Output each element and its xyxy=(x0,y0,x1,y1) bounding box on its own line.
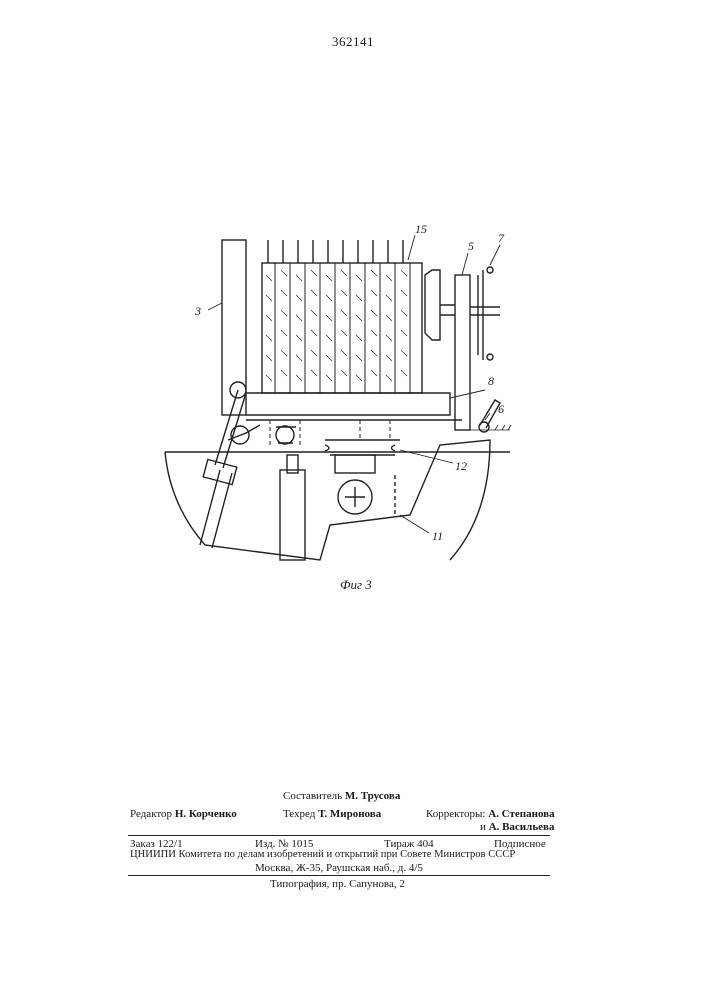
corrector-2-prefix: и xyxy=(480,821,486,833)
callout-6: 6 xyxy=(498,402,504,416)
divider-bottom xyxy=(128,875,550,876)
frame-post-3 xyxy=(222,240,246,415)
divider-top xyxy=(128,835,550,836)
techred-name: Т. Миронова xyxy=(318,808,381,820)
correctors-label: Корректоры: xyxy=(426,808,485,820)
callout-8: 8 xyxy=(488,374,494,388)
compiler-label: Составитель xyxy=(283,790,342,802)
editor-label: Редактор xyxy=(130,808,172,820)
compiler-name: М. Трусова xyxy=(345,790,400,802)
callout-7: 7 xyxy=(498,231,505,245)
callout-12: 12 xyxy=(455,459,467,473)
technical-drawing: 3 15 5 7 8 6 12 11 xyxy=(150,215,530,595)
patent-number: 362141 xyxy=(332,34,374,50)
editor-line: Редактор Н. Корченко xyxy=(130,808,237,820)
callout-3: 3 xyxy=(194,304,201,318)
corrector-2: А. Васильева xyxy=(489,821,555,833)
callout-5: 5 xyxy=(468,239,474,253)
editor-name: Н. Корченко xyxy=(175,808,237,820)
correctors-line: Корректоры: А. Степанова xyxy=(426,808,555,820)
address-line: Москва, Ж-35, Раушская наб., д. 4/5 xyxy=(255,862,423,874)
techred-line: Техред Т. Миронова xyxy=(283,808,381,820)
callout-15: 15 xyxy=(415,222,427,236)
callout-11: 11 xyxy=(432,529,443,543)
compiler-line: Составитель М. Трусова xyxy=(283,790,400,802)
printing-line: Типография, пр. Сапунова, 2 xyxy=(270,878,405,890)
figure-caption: Фиг 3 xyxy=(340,577,372,593)
organization-line: ЦНИИПИ Комитета по делам изобретений и о… xyxy=(130,849,515,860)
techred-label: Техред xyxy=(283,808,315,820)
corrector-2-line: и А. Васильева xyxy=(480,821,554,833)
frame-post-5 xyxy=(455,275,470,430)
corrector-1: А. Степанова xyxy=(488,808,554,820)
plate-stack xyxy=(262,240,422,393)
